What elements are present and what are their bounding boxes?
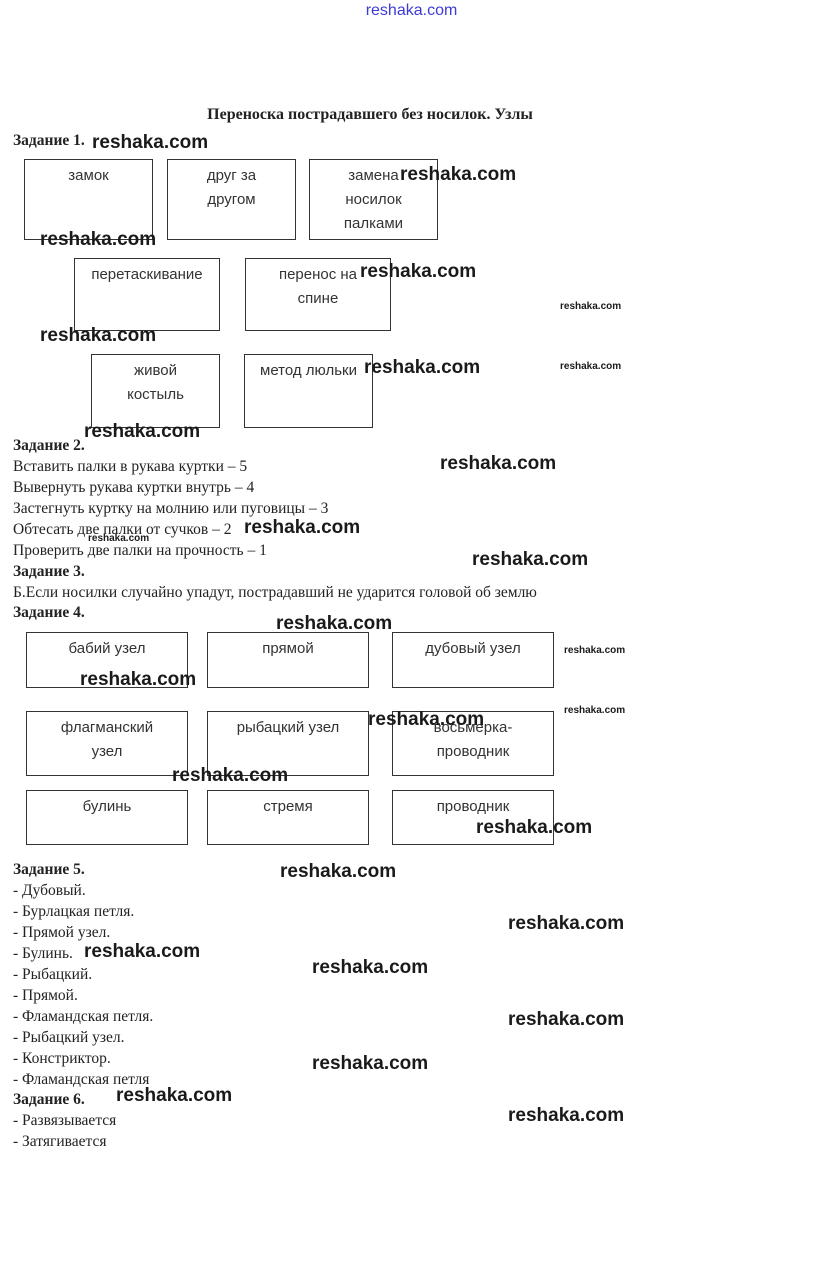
knot-box: булинь <box>26 790 188 845</box>
watermark: reshaka.com <box>560 301 622 312</box>
watermark: reshaka.com <box>400 164 517 185</box>
task6-line: - Затягивается <box>13 1133 107 1150</box>
task1-box: перетаскивание <box>74 258 220 331</box>
task2-line: Застегнуть куртку на молнию или пуговицы… <box>13 500 329 517</box>
watermark: reshaka.com <box>564 645 626 656</box>
knot-box: стремя <box>207 790 369 845</box>
watermark: reshaka.com <box>40 229 157 250</box>
task5-line: - Прямой узел. <box>13 924 111 941</box>
watermark: reshaka.com <box>368 709 485 730</box>
task1-box: метод люльки <box>244 354 373 428</box>
task4-heading: Задание 4. <box>13 604 85 621</box>
knot-box: рыбацкий узел <box>207 711 369 776</box>
knot-box: восьмерка-проводник <box>392 711 554 776</box>
task5-line: - Рыбацкий. <box>13 966 93 983</box>
task3-answer: Б.Если носилки случайно упадут, пострада… <box>13 584 537 601</box>
task2-line: Вывернуть рукава куртки внутрь – 4 <box>13 479 255 496</box>
task1-box: перенос на спине <box>245 258 391 331</box>
watermark: reshaka.com <box>312 957 429 978</box>
task6-line: - Развязывается <box>13 1112 117 1129</box>
task5-line: - Бурлацкая петля. <box>13 903 135 920</box>
knot-box: бабий узел <box>26 632 188 688</box>
task5-line: - Рыбацкий узел. <box>13 1029 125 1046</box>
task1-box: живой костыль <box>91 354 220 428</box>
watermark: reshaka.com <box>312 1053 429 1074</box>
task1-heading: Задание 1. <box>13 132 85 149</box>
watermark: reshaka.com <box>472 549 589 570</box>
watermark: reshaka.com <box>244 517 361 538</box>
watermark: reshaka.com <box>560 361 622 372</box>
watermark: reshaka.com <box>84 421 201 442</box>
watermark: reshaka.com <box>508 913 625 934</box>
task5-line: - Прямой. <box>13 987 78 1004</box>
site-link[interactable]: reshaka.com <box>365 2 458 19</box>
task3-heading: Задание 3. <box>13 563 85 580</box>
watermark: reshaka.com <box>92 132 209 153</box>
watermark: reshaka.com <box>440 453 557 474</box>
watermark: reshaka.com <box>172 765 289 786</box>
watermark: reshaka.com <box>508 1105 625 1126</box>
task5-line: - Дубовый. <box>13 882 86 899</box>
task1-box: замок <box>24 159 153 240</box>
watermark: reshaka.com <box>80 669 197 690</box>
knot-box: проводник <box>392 790 554 845</box>
knot-box: флагманский узел <box>26 711 188 776</box>
watermark: reshaka.com <box>564 705 626 716</box>
watermark: reshaka.com <box>508 1009 625 1030</box>
watermark: reshaka.com <box>116 1085 233 1106</box>
task5-heading: Задание 5. <box>13 861 85 878</box>
watermark: reshaka.com <box>360 261 477 282</box>
watermark: reshaka.com <box>280 861 397 882</box>
task5-line: - Фламандская петля. <box>13 1008 154 1025</box>
task6-heading: Задание 6. <box>13 1091 85 1108</box>
task1-box: замена носилок палками <box>309 159 438 240</box>
task2-line: Вставить палки в рукава куртки – 5 <box>13 458 248 475</box>
watermark: reshaka.com <box>40 325 157 346</box>
page-title: Переноска пострадавшего без носилок. Узл… <box>207 106 533 123</box>
task5-line: - Констриктор. <box>13 1050 111 1067</box>
task5-line: - Булинь. <box>13 945 73 962</box>
task2-heading: Задание 2. <box>13 437 85 454</box>
task1-box: друг за другом <box>167 159 296 240</box>
knot-box: дубовый узел <box>392 632 554 688</box>
watermark: reshaka.com <box>84 941 201 962</box>
knot-box: прямой <box>207 632 369 688</box>
task2-line: Проверить две палки на прочность – 1 <box>13 542 267 559</box>
watermark: reshaka.com <box>476 817 593 838</box>
task5-line: - Фламандская петля <box>13 1071 150 1088</box>
watermark: reshaka.com <box>276 613 393 634</box>
watermark: reshaka.com <box>88 533 150 544</box>
watermark: reshaka.com <box>364 357 481 378</box>
task2-line: Обтесать две палки от сучков – 2 <box>13 521 232 538</box>
